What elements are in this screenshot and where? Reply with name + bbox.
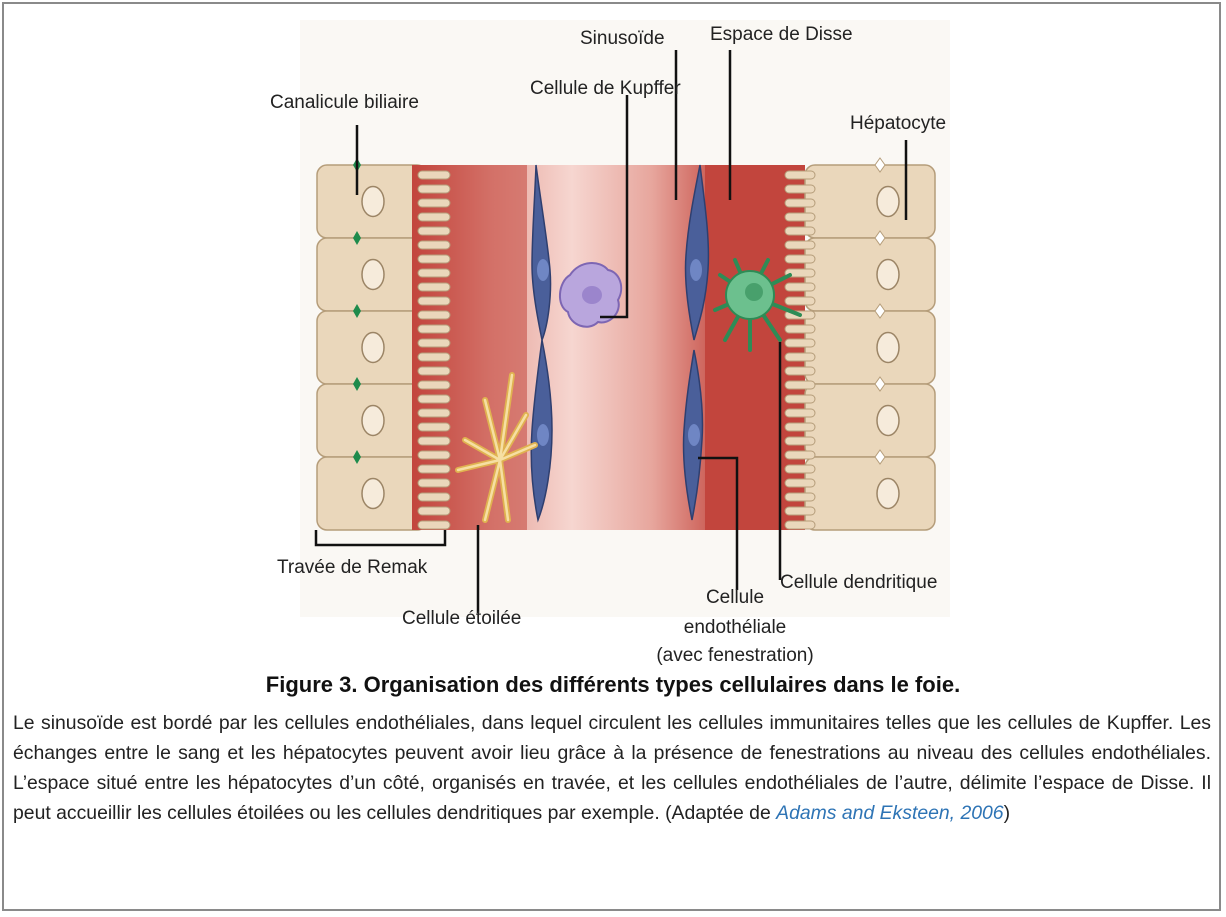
right-hepatocyte-column: [805, 158, 935, 530]
hepatocyte: [805, 238, 935, 311]
caption-text: Le sinusoïde est bordé par les cellules …: [13, 712, 1211, 824]
figure-caption-title: Figure 3. Organisation des différents ty…: [0, 672, 1226, 698]
hepatocyte: [805, 165, 935, 238]
label-cellule-endotheliale-line3: (avec fenestration): [656, 643, 813, 668]
hepatocyte: [805, 311, 935, 384]
figure-caption-body: Le sinusoïde est bordé par les cellules …: [13, 708, 1211, 828]
hepatocyte: [805, 457, 935, 530]
label-cellule-de-kupffer: Cellule de Kupffer: [530, 78, 681, 100]
caption-reference-link[interactable]: Adams and Eksteen, 2006: [776, 802, 1003, 824]
label-cellule-dendritique: Cellule dendritique: [780, 572, 937, 594]
label-cellule-etoilee: Cellule étoilée: [402, 608, 521, 630]
liver-figure: Canalicule biliaire Cellule de Kupffer S…: [280, 20, 955, 637]
label-canalicule-biliaire: Canalicule biliaire: [270, 92, 419, 114]
label-travee-de-remak: Travée de Remak: [277, 557, 427, 579]
hepatocyte: [805, 384, 935, 457]
left-hepatocyte-column: [317, 158, 427, 530]
caption-closing: ): [1004, 802, 1010, 824]
label-sinusoide: Sinusoïde: [580, 28, 665, 50]
label-cellule-endotheliale-line1: Cellule: [706, 585, 764, 610]
label-espace-de-disse: Espace de Disse: [710, 24, 853, 46]
label-cellule-endotheliale-line2: endothéliale: [684, 615, 786, 640]
label-hepatocyte: Hépatocyte: [850, 113, 946, 135]
